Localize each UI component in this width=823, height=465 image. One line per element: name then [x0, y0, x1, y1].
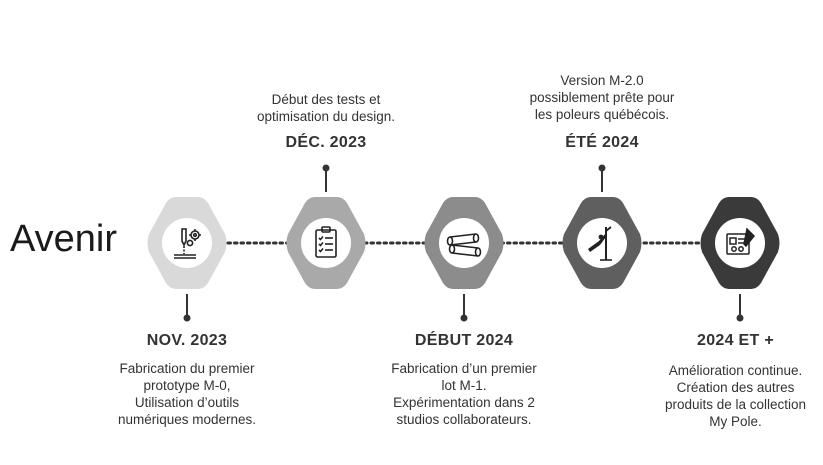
milestone-hexagon-5 — [700, 197, 780, 289]
milestone-hexagon-4 — [562, 197, 642, 289]
pole-dancer-icon — [588, 226, 612, 261]
milestone-hexagon-2 — [286, 197, 366, 289]
milestone-description: Fabrication d’un premier lot M-1. Expéri… — [391, 361, 537, 427]
clipboard-checklist-icon — [315, 226, 337, 258]
milestone-label-2: Début des tests et optimisation du desig… — [236, 91, 416, 152]
milestone-hexagon-1 — [147, 197, 227, 289]
milestone-label-3: DÉBUT 2024 Fabrication d’un premier lot … — [369, 332, 559, 428]
blueprint-design-icon — [726, 227, 756, 255]
milestone-hexagon-3 — [424, 197, 504, 289]
milestone-date: 2024 ET + — [697, 332, 774, 349]
milestone-label-5: 2024 ET + Amélioration continue. Créatio… — [648, 332, 823, 430]
milestone-date: DÉBUT 2024 — [414, 332, 514, 349]
stem-2 — [322, 164, 330, 192]
milestone-label-4: Version M-2.0 possiblement prête pour le… — [512, 72, 692, 152]
milestone-date: DÉC. 2023 — [285, 134, 367, 151]
metal-tubes-icon — [446, 233, 482, 257]
milestone-description: Version M-2.0 possiblement prête pour le… — [529, 73, 675, 122]
laser-cutting-gears-icon — [174, 228, 201, 259]
stem-4 — [598, 164, 606, 192]
milestone-description: Fabrication du premier prototype M-0, Ut… — [117, 361, 257, 427]
milestone-date: ÉTÉ 2024 — [565, 134, 639, 151]
milestone-description: Amélioration continue. Création des autr… — [664, 363, 807, 429]
page-title: Avenir — [10, 218, 118, 260]
stem-5 — [736, 294, 744, 322]
stem-1 — [183, 294, 191, 322]
milestone-description: Début des tests et optimisation du desig… — [256, 92, 396, 124]
milestone-date: NOV. 2023 — [146, 332, 228, 349]
stem-3 — [460, 294, 468, 322]
milestone-label-1: NOV. 2023 Fabrication du premier prototy… — [97, 332, 277, 428]
